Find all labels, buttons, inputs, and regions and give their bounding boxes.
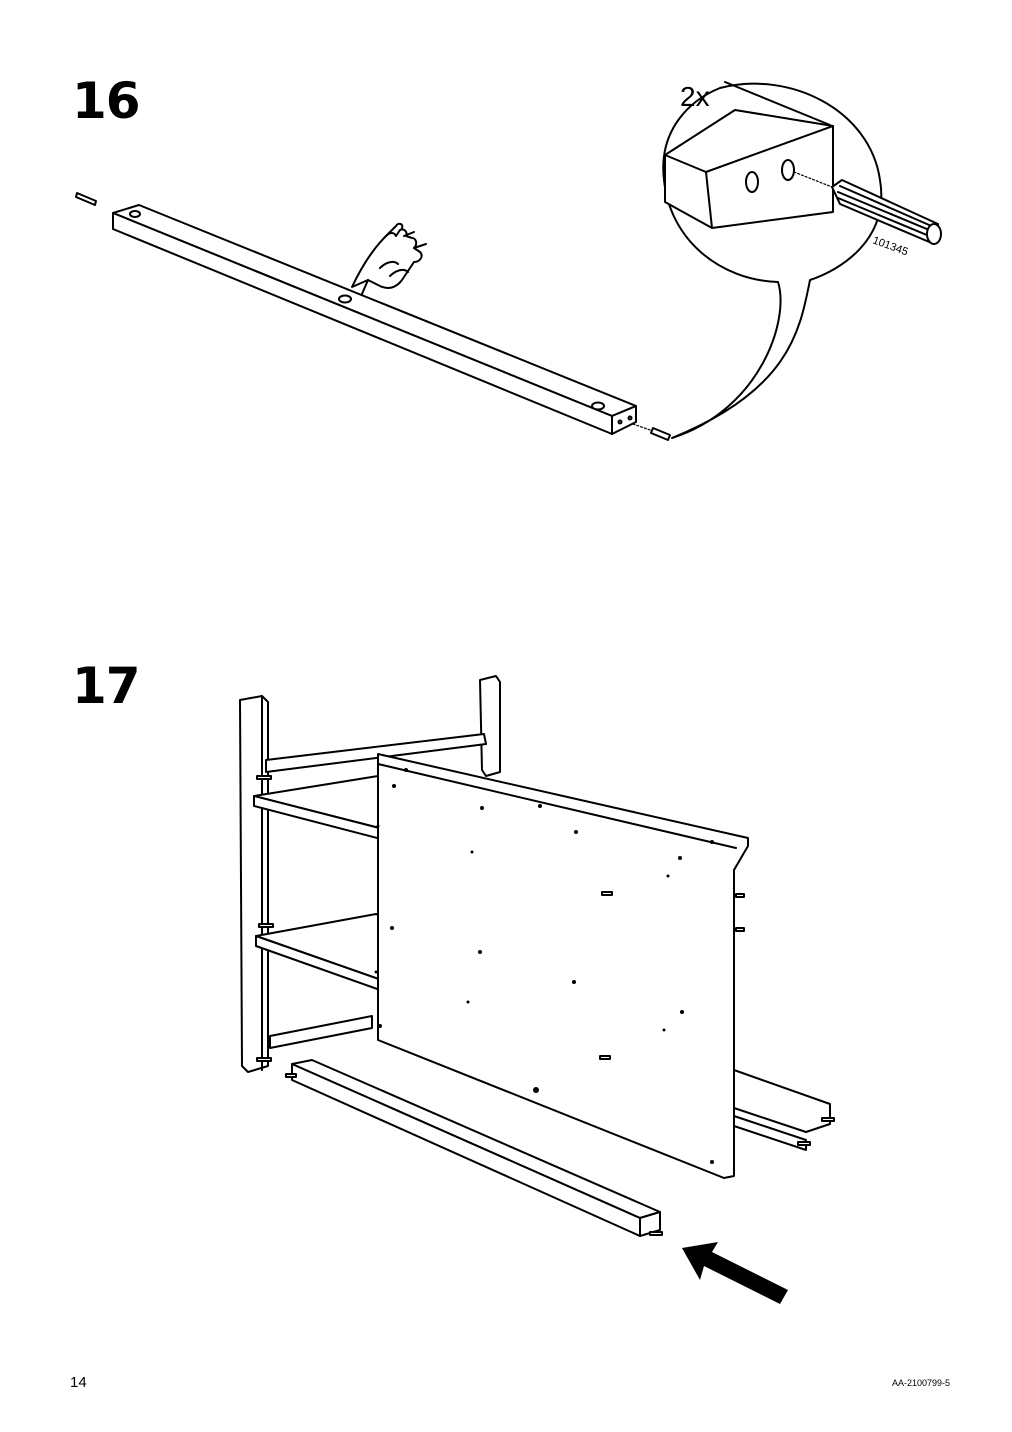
step-17-number: 17 [72,657,141,715]
dowel-left [75,192,97,206]
side-panel [377,753,749,1179]
step-17-illustration [239,675,835,1304]
hand-pointer-icon [351,222,427,295]
detail-callout: 2x 101345 [662,81,942,439]
rail [112,204,654,435]
page-number: 14 [70,1374,87,1391]
quantity-label: 2x [680,81,710,112]
left-post [239,695,269,1073]
step-16-illustration: 2x 101345 [75,81,942,441]
step-16-number: 16 [72,72,141,130]
document-code: AA-2100799-5 [891,1378,950,1388]
insert-direction-arrow-icon [682,1242,788,1304]
back-post [479,675,501,777]
dowels [256,775,835,1236]
dowel-right [650,427,671,441]
part-number-label: 101345 [871,235,910,259]
